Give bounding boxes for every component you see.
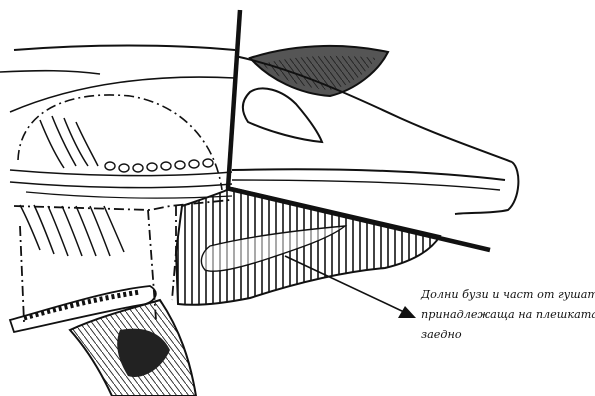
pointer-arrowhead <box>398 306 416 318</box>
neck-band-2 <box>10 182 232 188</box>
body-outline <box>0 71 100 74</box>
snout-tip <box>455 162 518 214</box>
caption-line-2: принадлежаща на плешката, <box>421 305 593 325</box>
back-outline <box>14 46 235 51</box>
mouth-line <box>232 169 505 180</box>
upper-ribs <box>40 116 98 168</box>
neck-band-3 <box>26 192 232 198</box>
mouth-line-2 <box>232 180 500 190</box>
ear-hatching <box>262 56 376 90</box>
caption-line-3: заедно <box>421 325 593 345</box>
lower-ribs <box>20 205 124 256</box>
vertical-cut-line <box>228 10 240 188</box>
eye <box>243 88 322 142</box>
cut-caption: Долни бузи и част от гушата, принадлежащ… <box>421 285 593 345</box>
caption-line-1: Долни бузи и част от гушата, <box>421 285 593 305</box>
vertebrae <box>105 159 213 172</box>
neck-outline <box>10 77 235 112</box>
